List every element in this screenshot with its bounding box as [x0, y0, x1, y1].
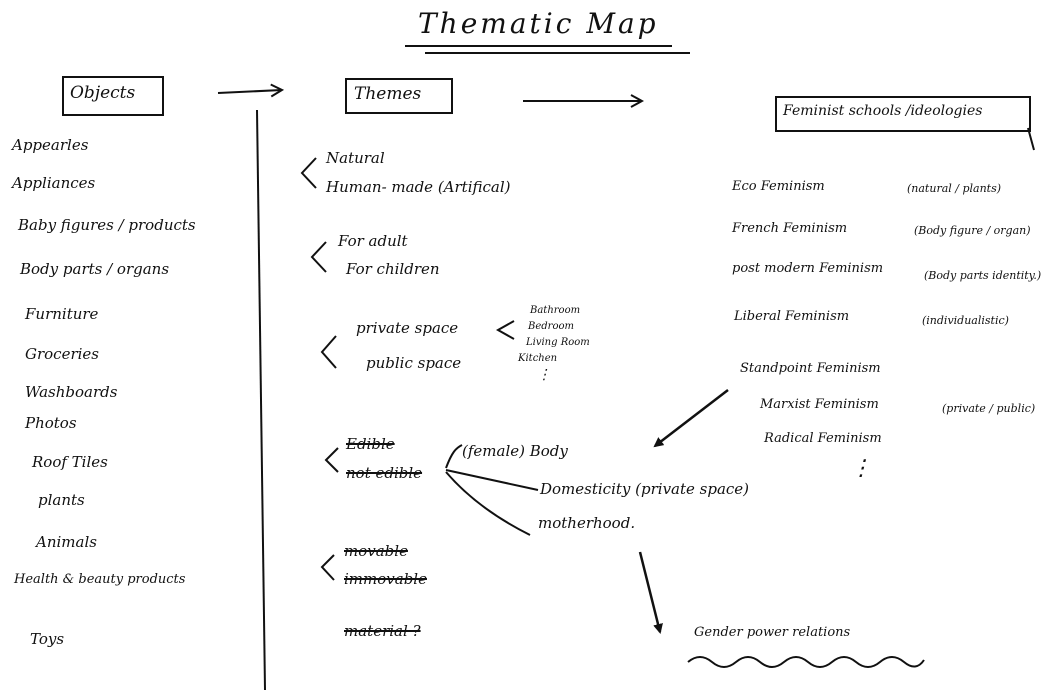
- body-branch: [445, 444, 463, 469]
- themes-header-box: [345, 78, 453, 114]
- school-marxist-note: (private / public): [942, 402, 1036, 415]
- rooms-ellipsis: ⋮: [537, 367, 551, 383]
- natural-bracket: [300, 157, 317, 189]
- school-marxist-feminism: Marxist Feminism: [760, 397, 879, 412]
- object-item-washboards: Washboards: [25, 383, 118, 401]
- school-french-note: (Body figure / organ): [914, 224, 1031, 237]
- object-item-baby-figures: Baby figures / products: [18, 216, 196, 234]
- school-french-feminism: French Feminism: [732, 221, 848, 236]
- theme-human-made: Human- made (Artifical): [326, 178, 511, 196]
- school-eco-feminism: Eco Feminism: [732, 179, 825, 194]
- room-bedroom: Bedroom: [528, 321, 574, 332]
- domesticity-branch: [445, 469, 539, 491]
- object-item-animals: Animals: [36, 533, 97, 551]
- concept-motherhood: motherhood.: [538, 514, 636, 532]
- school-eco-note: (natural / plants): [907, 182, 1002, 195]
- objects-header-box: [62, 76, 164, 116]
- rooms-to-space-arrow: [495, 320, 515, 340]
- object-item-plants: plants: [38, 491, 85, 509]
- theme-for-children: For children: [346, 260, 440, 278]
- concepts-to-gender-arrow: [638, 551, 663, 634]
- schools-ellipsis: ⋮: [850, 456, 872, 481]
- object-item-roof-tiles: Roof Tiles: [32, 453, 108, 471]
- theme-private-space: private space: [356, 319, 459, 337]
- object-item-toys: Toys: [30, 630, 65, 648]
- feminist-header: Feminist schools /ideologies: [783, 103, 983, 119]
- object-item-health-beauty: Health & beauty products: [14, 572, 186, 587]
- column-divider: [256, 109, 266, 691]
- gender-wavy-underline: [687, 656, 925, 668]
- page-title: Thematic Map: [418, 7, 659, 40]
- feminism-to-body-arrow: [653, 389, 729, 448]
- room-kitchen: Kitchen: [518, 353, 558, 364]
- object-item-appearles: Appearles: [12, 136, 89, 154]
- theme-public-space: public space: [366, 354, 462, 372]
- age-bracket: [310, 241, 327, 273]
- concept-domesticity: Domesticity (private space): [540, 480, 750, 498]
- movable-bracket: [320, 554, 335, 581]
- theme-immovable-struck: immovable: [344, 570, 427, 588]
- room-living-room: Living Room: [526, 337, 590, 348]
- school-liberal-note: (individualistic): [922, 314, 1009, 327]
- school-postmodern-feminism: post modern Feminism: [732, 261, 884, 276]
- school-radical-feminism: Radical Feminism: [764, 431, 882, 446]
- gender-power-relations: Gender power relations: [694, 625, 851, 640]
- object-item-groceries: Groceries: [25, 345, 100, 363]
- object-item-furniture: Furniture: [25, 305, 99, 323]
- theme-edible-struck: Edible: [346, 435, 395, 453]
- concept-female-body: (female) Body: [462, 442, 568, 460]
- school-liberal-feminism: Liberal Feminism: [734, 309, 850, 324]
- themes-header: Themes: [354, 84, 422, 104]
- edible-bracket: [324, 447, 339, 473]
- objects-to-themes-arrow: [217, 90, 282, 93]
- feminist-header-box: [775, 96, 1031, 132]
- theme-movable-struck: movable: [344, 542, 408, 560]
- object-item-appliances: Appliances: [12, 174, 96, 192]
- object-item-body-parts: Body parts / organs: [20, 260, 170, 278]
- theme-material-struck: material ?: [344, 622, 421, 640]
- school-standpoint-feminism: Standpoint Feminism: [740, 361, 881, 376]
- objects-header: Objects: [70, 83, 136, 103]
- motherhood-branch: [445, 471, 531, 536]
- space-bracket: [320, 335, 337, 369]
- theme-for-adult: For adult: [338, 232, 408, 250]
- theme-not-edible-struck: not edible: [346, 464, 423, 482]
- school-postmodern-note: (Body parts identity.): [924, 269, 1042, 282]
- object-item-photos: Photos: [25, 414, 77, 432]
- theme-natural: Natural: [326, 149, 385, 167]
- room-bathroom: Bathroom: [530, 305, 581, 316]
